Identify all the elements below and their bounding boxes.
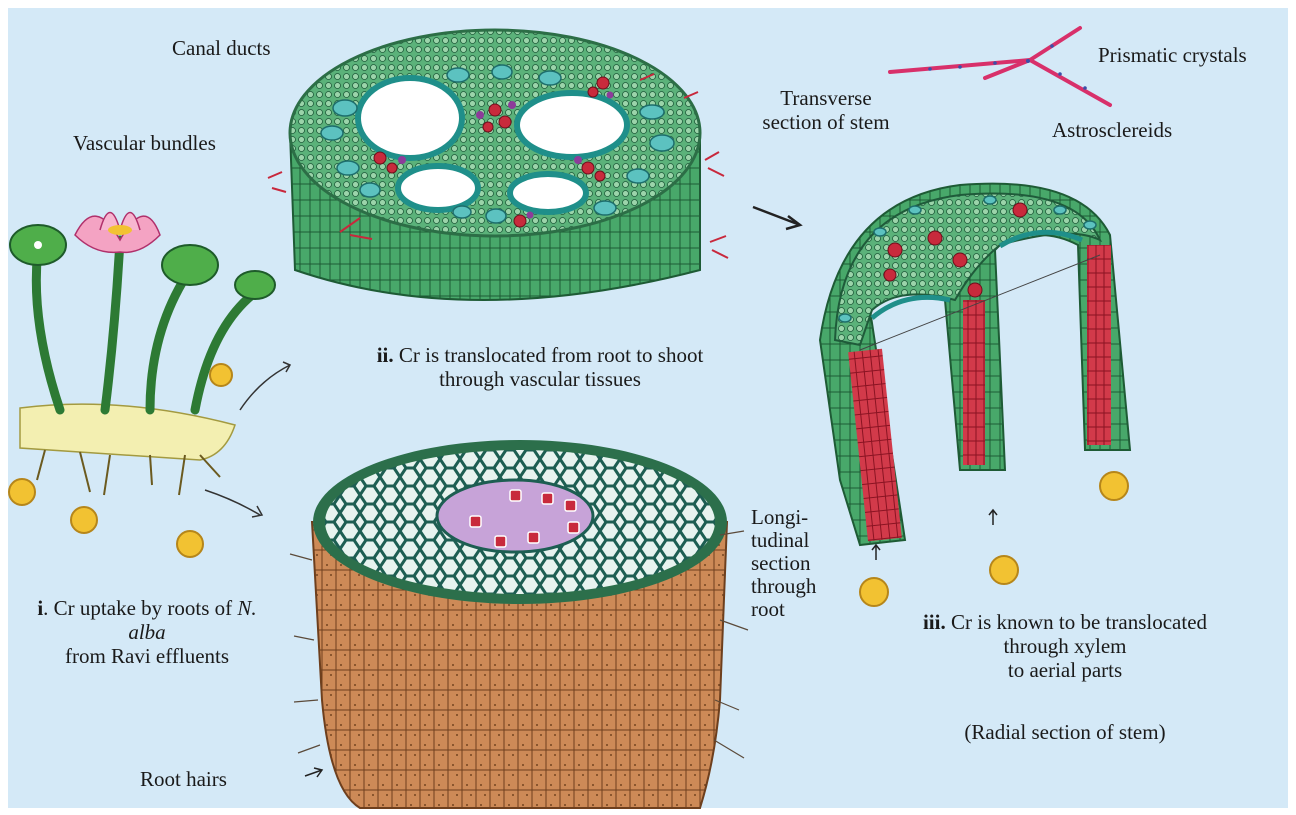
caption-step-ii: ii. Cr is translocated from root to shoo… [300, 343, 780, 391]
caption-iii-line1: Cr is known to be translocated [946, 610, 1207, 634]
longitudinal-label-line1: Longi- [751, 506, 816, 529]
transverse-label-line2: section of stem [756, 110, 896, 134]
caption-ii-line2: through vascular tissues [300, 367, 780, 391]
radial-section-label: (Radial section of stem) [900, 720, 1230, 744]
caption-step-iii: iii. Cr is known to be translocated thro… [900, 610, 1230, 682]
caption-iii-line3: to aerial parts [900, 658, 1230, 682]
caption-i-genus: N. [237, 596, 256, 620]
longitudinal-label-line5: root [751, 598, 816, 621]
transverse-stem-section [268, 30, 728, 300]
transverse-label-line1: Transverse [756, 86, 896, 110]
caption-iii-numeral: iii. [923, 610, 946, 634]
caption-i-line1: . Cr uptake by roots of [43, 596, 237, 620]
vascular-bundles-label: Vascular bundles [73, 131, 216, 155]
longitudinal-label-line3: section [751, 552, 816, 575]
caption-ii-line1: Cr is translocated from root to shoot [394, 343, 704, 367]
longitudinal-label-line4: through [751, 575, 816, 598]
transverse-section-label: Transverse section of stem [756, 86, 896, 134]
caption-i-species: alba [22, 620, 272, 644]
root-hairs-label: Root hairs [140, 767, 227, 791]
caption-i-line3: from Ravi effluents [22, 644, 272, 668]
prismatic-crystals-label: Prismatic crystals [1098, 43, 1247, 67]
root-longitudinal-section [290, 440, 748, 808]
longitudinal-section-label: Longi- tudinal section through root [751, 506, 816, 621]
caption-ii-numeral: ii. [377, 343, 394, 367]
caption-step-i: i. Cr uptake by roots of N. alba from Ra… [22, 596, 272, 668]
canal-ducts-label: Canal ducts [172, 36, 271, 60]
longitudinal-label-line2: tudinal [751, 529, 816, 552]
astrosclereids-label: Astrosclereids [1052, 118, 1172, 142]
caption-iii-line2: through xylem [900, 634, 1230, 658]
radial-section-text: (Radial section of stem) [964, 720, 1165, 744]
